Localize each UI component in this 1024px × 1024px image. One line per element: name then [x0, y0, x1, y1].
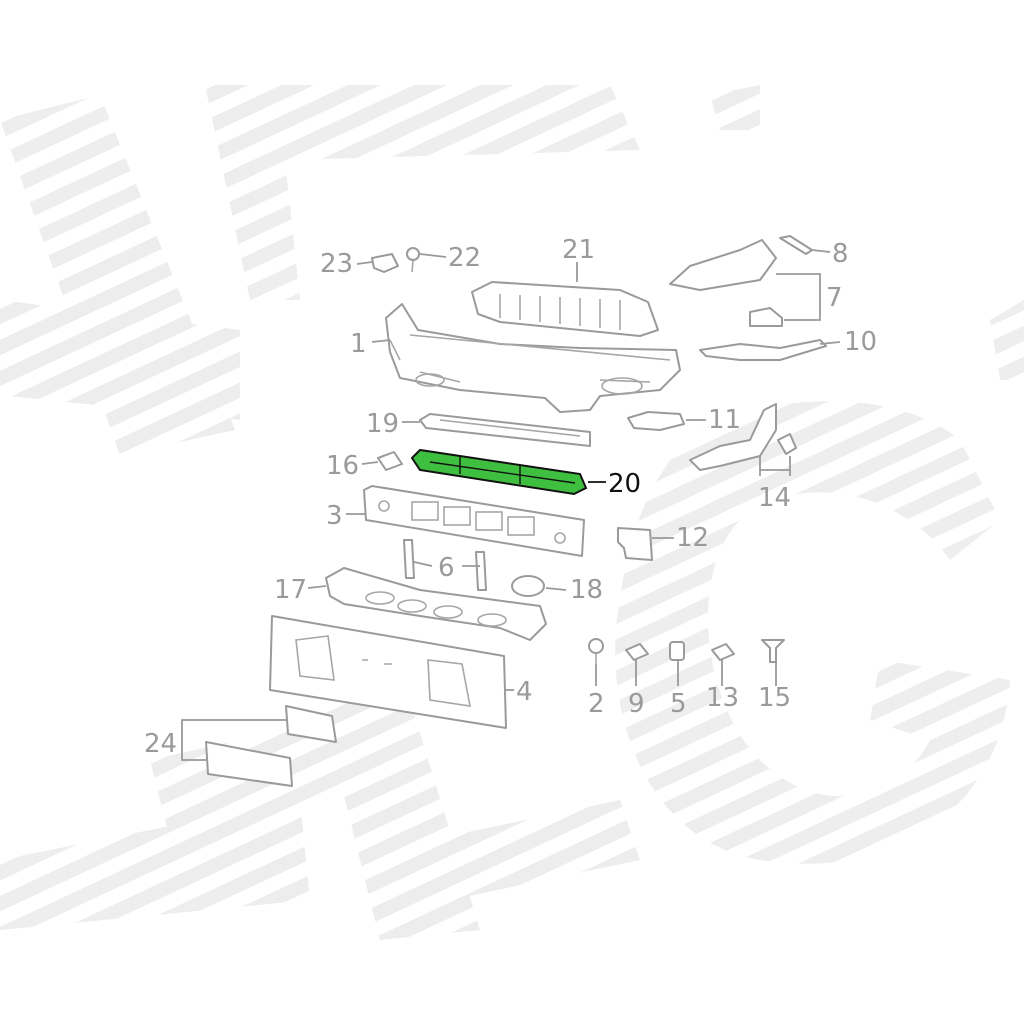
- part-12-bracket: [617, 527, 653, 561]
- part-17-lower-valance: [325, 567, 547, 641]
- callout-4: 4: [516, 677, 533, 707]
- callout-6: 6: [438, 553, 455, 583]
- fastener-13: [711, 643, 735, 661]
- callout-18: 18: [570, 575, 603, 605]
- part-6-brackets: [403, 539, 487, 591]
- callout-11: 11: [708, 405, 741, 435]
- part-11-fog-bezel: [627, 411, 685, 431]
- part-19-grille-strip: [419, 413, 591, 447]
- callout-13: 13: [706, 683, 739, 713]
- leader-lines: [181, 249, 841, 761]
- part-16-bracket: [377, 451, 403, 471]
- callout-3: 3: [326, 501, 343, 531]
- part-8-trim: [779, 235, 813, 255]
- callout-22: 22: [448, 243, 481, 273]
- part-22-bolt: [406, 247, 420, 273]
- part-7-upper-trim: [669, 239, 783, 327]
- part-23-bracket: [371, 253, 399, 273]
- callout-10: 10: [844, 327, 877, 357]
- part-24-license-plates: [205, 705, 337, 787]
- part-3-bumper-beam: [363, 485, 585, 557]
- part-21-grille: [471, 281, 659, 337]
- fastener-2: [588, 638, 604, 664]
- part-4-assembly: [269, 615, 507, 729]
- callout-17: 17: [274, 575, 307, 605]
- callout-8: 8: [832, 239, 849, 269]
- watermark-logo: [0, 85, 1024, 940]
- callout-19: 19: [366, 409, 399, 439]
- part-10-strip: [699, 339, 827, 361]
- callout-12: 12: [676, 523, 709, 553]
- fastener-15: [761, 639, 785, 663]
- callout-7: 7: [826, 283, 843, 313]
- callout-21: 21: [562, 235, 595, 265]
- part-14-end-bracket: [689, 403, 797, 471]
- fastener-9: [625, 643, 649, 661]
- callout-9: 9: [628, 689, 645, 719]
- callout-labels: 23 22 21 8 7 10 1 11 19 14 16 20 3 12 6 …: [144, 235, 877, 759]
- part-1-bumper-cover: [385, 303, 681, 413]
- callout-2: 2: [588, 689, 605, 719]
- part-20-reinforcement-highlighted: [410, 448, 588, 496]
- callout-23: 23: [320, 249, 353, 279]
- callout-20: 20: [608, 469, 641, 499]
- callout-5: 5: [670, 689, 687, 719]
- part-18-fog-bezel: [511, 575, 545, 597]
- fastener-5: [669, 641, 685, 661]
- callout-14: 14: [758, 483, 791, 513]
- callout-24: 24: [144, 729, 177, 759]
- callout-15: 15: [758, 683, 791, 713]
- callout-1: 1: [350, 329, 367, 359]
- callout-16: 16: [326, 451, 359, 481]
